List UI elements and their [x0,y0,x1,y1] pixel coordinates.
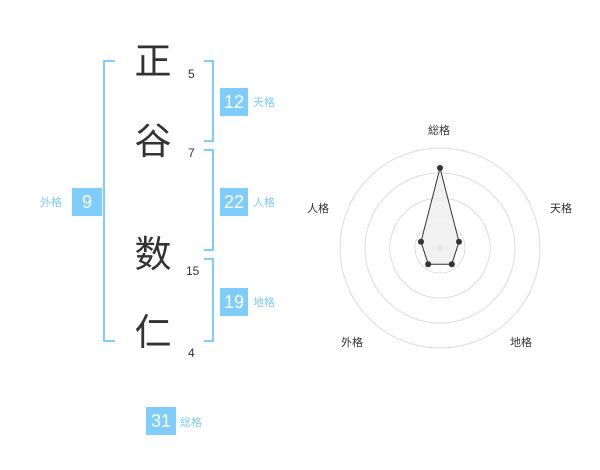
gaikaku-label: 外格 [40,196,62,209]
radar-point-5 [418,238,424,245]
name-char-2: 谷 [134,120,172,163]
gaikaku-bracket [103,60,115,342]
jinkaku-bracket [204,149,214,251]
name-char-1: 正 [134,40,172,83]
chikaku-label: 地格 [253,296,275,309]
soukaku-badge: 31 [146,407,176,435]
stroke-count-4: 4 [188,346,195,360]
jinkaku-badge: 22 [220,188,248,216]
soukaku-label: 総格 [180,416,202,429]
radar-axis-label-soukaku: 総格 [428,124,450,137]
radar-axis-label-jinkaku: 人格 [307,202,329,215]
chikaku-badge: 19 [220,288,248,316]
radar-series-shape [420,167,460,265]
radar-axis-label-tenkaku: 天格 [550,202,572,215]
stroke-count-1: 5 [188,67,195,81]
stroke-count-3: 15 [186,264,200,278]
jinkaku-label: 人格 [253,196,275,209]
tenkaku-bracket [204,60,214,142]
radar-points [418,165,462,268]
radar-point-3 [448,261,455,268]
tenkaku-badge: 12 [220,88,248,116]
chikaku-bracket [204,258,214,342]
name-char-3: 数 [134,233,172,276]
radar-axis-label-chikaku: 地格 [510,336,532,349]
gaikaku-badge: 9 [72,188,102,216]
name-char-4: 仁 [134,311,172,354]
stroke-count-2: 7 [188,146,195,160]
radar-point-1 [437,165,443,171]
radar-point-4 [425,261,432,268]
radar-axis-label-gaikaku: 外格 [341,336,363,349]
radar-ring-4 [339,147,541,349]
radar-chart [339,147,541,349]
radar-point-2 [456,238,462,245]
tenkaku-label: 天格 [253,96,275,109]
